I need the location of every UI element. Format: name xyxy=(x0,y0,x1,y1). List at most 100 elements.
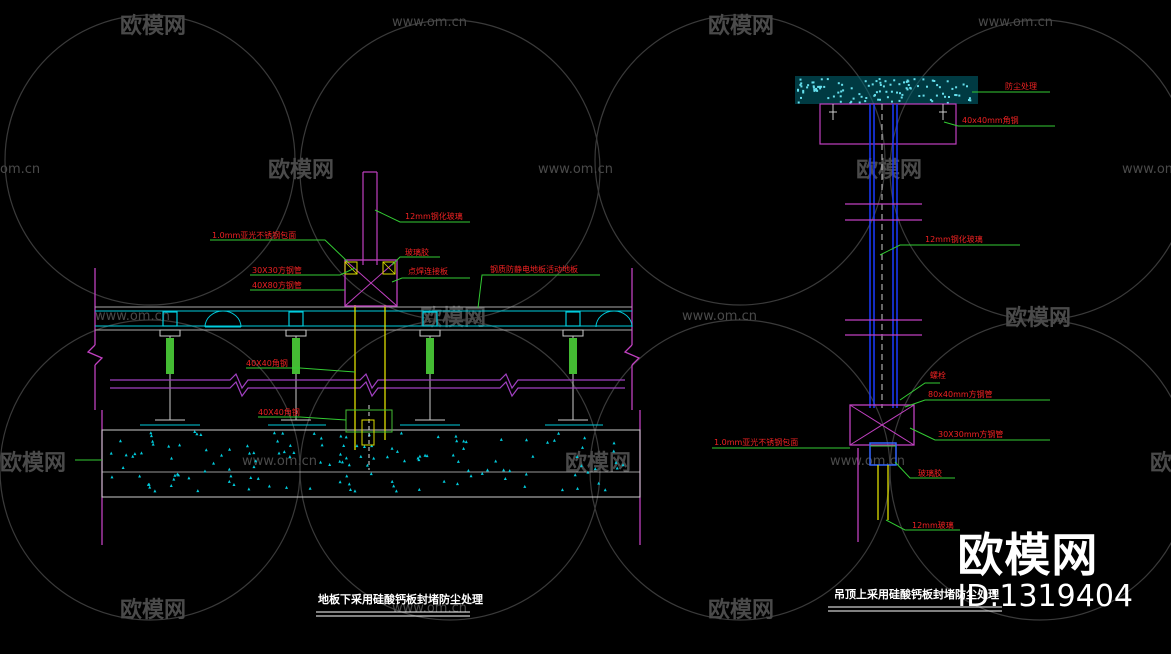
ceiling-aggregate-mark xyxy=(885,90,888,93)
ceiling-aggregate-mark xyxy=(906,79,909,82)
ceiling-aggregate-mark xyxy=(877,98,880,101)
ceiling-aggregate-mark xyxy=(852,97,855,100)
aggregate-mark xyxy=(480,471,484,475)
aggregate-mark xyxy=(252,451,256,455)
left-detail-title: 地板下采用硅酸钙板封堵防尘处理 xyxy=(318,592,483,606)
ceiling-aggregate-mark xyxy=(901,93,904,96)
ceiling-aggregate-mark xyxy=(864,80,867,83)
left-detail: 12mm钢化玻璃 1.0mm亚光不锈钢包面 玻璃胶 30X30方钢管 点焊连接板… xyxy=(75,171,641,617)
ceiling-aggregate-mark xyxy=(906,88,909,91)
aggregate-mark xyxy=(464,440,468,444)
aggregate-mark xyxy=(267,484,271,488)
aggregate-mark xyxy=(455,439,459,443)
aggregate-mark xyxy=(523,484,527,488)
aggregate-mark xyxy=(247,487,251,491)
aggregate-mark xyxy=(149,431,153,435)
ceiling-aggregate-mark xyxy=(806,86,809,89)
ceiling-aggregate-mark xyxy=(800,96,802,99)
aggregate-mark xyxy=(531,454,535,458)
aggregate-mark xyxy=(418,454,422,458)
aggregate-mark xyxy=(338,452,342,456)
aggregate-mark xyxy=(614,460,618,464)
ceiling-aggregate-mark xyxy=(931,79,934,82)
watermark-site: www.om.cn xyxy=(242,454,317,469)
aggregate-mark xyxy=(196,489,200,493)
watermark-site: www.om.cn xyxy=(1122,162,1171,177)
ceiling-aggregate-mark xyxy=(864,100,867,103)
aggregate-mark xyxy=(508,469,512,473)
aggregate-mark xyxy=(195,432,199,436)
watermark-site: www.om.cn xyxy=(538,162,613,177)
ceiling-aggregate-mark xyxy=(873,94,876,97)
aggregate-mark xyxy=(340,460,344,464)
ceiling-aggregate-mark xyxy=(820,85,823,88)
ceiling-aggregate-mark xyxy=(898,83,901,86)
label-steel-cover: 1.0mm亚光不锈钢包面 xyxy=(212,230,296,240)
label-glue: 点焊连接板 xyxy=(408,266,448,276)
aggregate-mark xyxy=(348,488,352,492)
label-glass: 12mm钢化玻璃 xyxy=(405,211,463,221)
watermark-logo: 欧模网 xyxy=(120,597,186,623)
ceiling-aggregate-mark xyxy=(917,85,919,88)
ceiling-aggregate-mark xyxy=(903,81,905,84)
aggregate-mark xyxy=(338,459,342,463)
watermark-logo: 欧模网 xyxy=(856,157,922,183)
aggregate-mark xyxy=(249,475,253,479)
aggregate-mark xyxy=(442,479,446,483)
watermark-logo: 欧模网 xyxy=(120,13,186,39)
ceiling-aggregate-mark xyxy=(966,85,968,88)
right-detail-title: 吊顶上采用硅酸钙板封堵防尘处理 xyxy=(834,587,999,601)
aggregate-mark xyxy=(153,489,157,493)
watermark-site: www.om.cn xyxy=(392,15,467,30)
aggregate-mark xyxy=(254,459,258,463)
ceiling-aggregate-mark xyxy=(884,80,887,83)
aggregate-mark xyxy=(581,445,585,449)
brand-id: ID:1319404 xyxy=(957,579,1133,614)
ceiling-aggregate-mark xyxy=(918,95,921,97)
ceiling-aggregate-mark xyxy=(819,87,822,90)
aggregate-mark xyxy=(345,474,349,478)
ceiling-aggregate-mark xyxy=(879,98,881,101)
aggregate-mark xyxy=(390,446,394,450)
ceiling-aggregate-mark xyxy=(935,94,938,97)
ceiling-aggregate-mark xyxy=(813,88,816,91)
label-angle-1: 40X40角钢 xyxy=(246,358,288,368)
aggregate-mark xyxy=(256,476,260,480)
aggregate-mark xyxy=(232,483,236,487)
aggregate-mark xyxy=(621,463,625,467)
ceiling-aggregate-mark xyxy=(889,83,892,86)
aggregate-mark xyxy=(277,451,281,455)
watermark-logo: 欧模网 xyxy=(0,450,66,476)
ceiling-aggregate-mark xyxy=(942,92,944,95)
ceiling-aggregate-mark xyxy=(850,87,853,90)
left-labels: 12mm钢化玻璃 1.0mm亚光不锈钢包面 玻璃胶 30X30方钢管 点焊连接板… xyxy=(212,211,578,417)
label-glass-bottom: 12mm玻璃 xyxy=(912,520,954,530)
aggregate-mark xyxy=(466,468,470,472)
ceiling-aggregate-mark xyxy=(817,85,820,88)
aggregate-mark xyxy=(320,443,324,447)
aggregate-mark xyxy=(292,451,296,455)
ceiling-aggregate-mark xyxy=(820,78,823,81)
ceiling-slab xyxy=(795,76,978,104)
ceiling-aggregate-mark xyxy=(826,78,829,81)
ceiling-aggregate-mark xyxy=(890,90,893,93)
watermark-logo: 欧模网 xyxy=(268,157,334,183)
watermark-logo: 欧模网 xyxy=(420,305,486,331)
aggregate-mark xyxy=(385,455,389,459)
ceiling-aggregate-mark xyxy=(875,91,878,94)
right-detail: 防尘处理 40x40mm角钢 12mm钢化玻璃 螺栓 80x40mm方钢管 1.… xyxy=(712,76,1055,612)
ceiling-aggregate-mark xyxy=(907,84,910,86)
ceiling-aggregate-mark xyxy=(860,95,863,98)
aggregate-mark xyxy=(229,474,233,478)
aggregate-mark xyxy=(308,486,312,490)
aggregate-mark xyxy=(173,473,177,477)
aggregate-mark xyxy=(248,451,252,455)
ceiling-aggregate-mark xyxy=(837,82,840,85)
right-bottom-frame xyxy=(849,404,915,542)
aggregate-mark xyxy=(148,485,152,489)
aggregate-mark xyxy=(110,475,114,479)
aggregate-mark xyxy=(436,435,440,439)
aggregate-mark xyxy=(276,439,280,443)
ceiling-aggregate-mark xyxy=(812,86,815,89)
aggregate-mark xyxy=(524,472,528,476)
